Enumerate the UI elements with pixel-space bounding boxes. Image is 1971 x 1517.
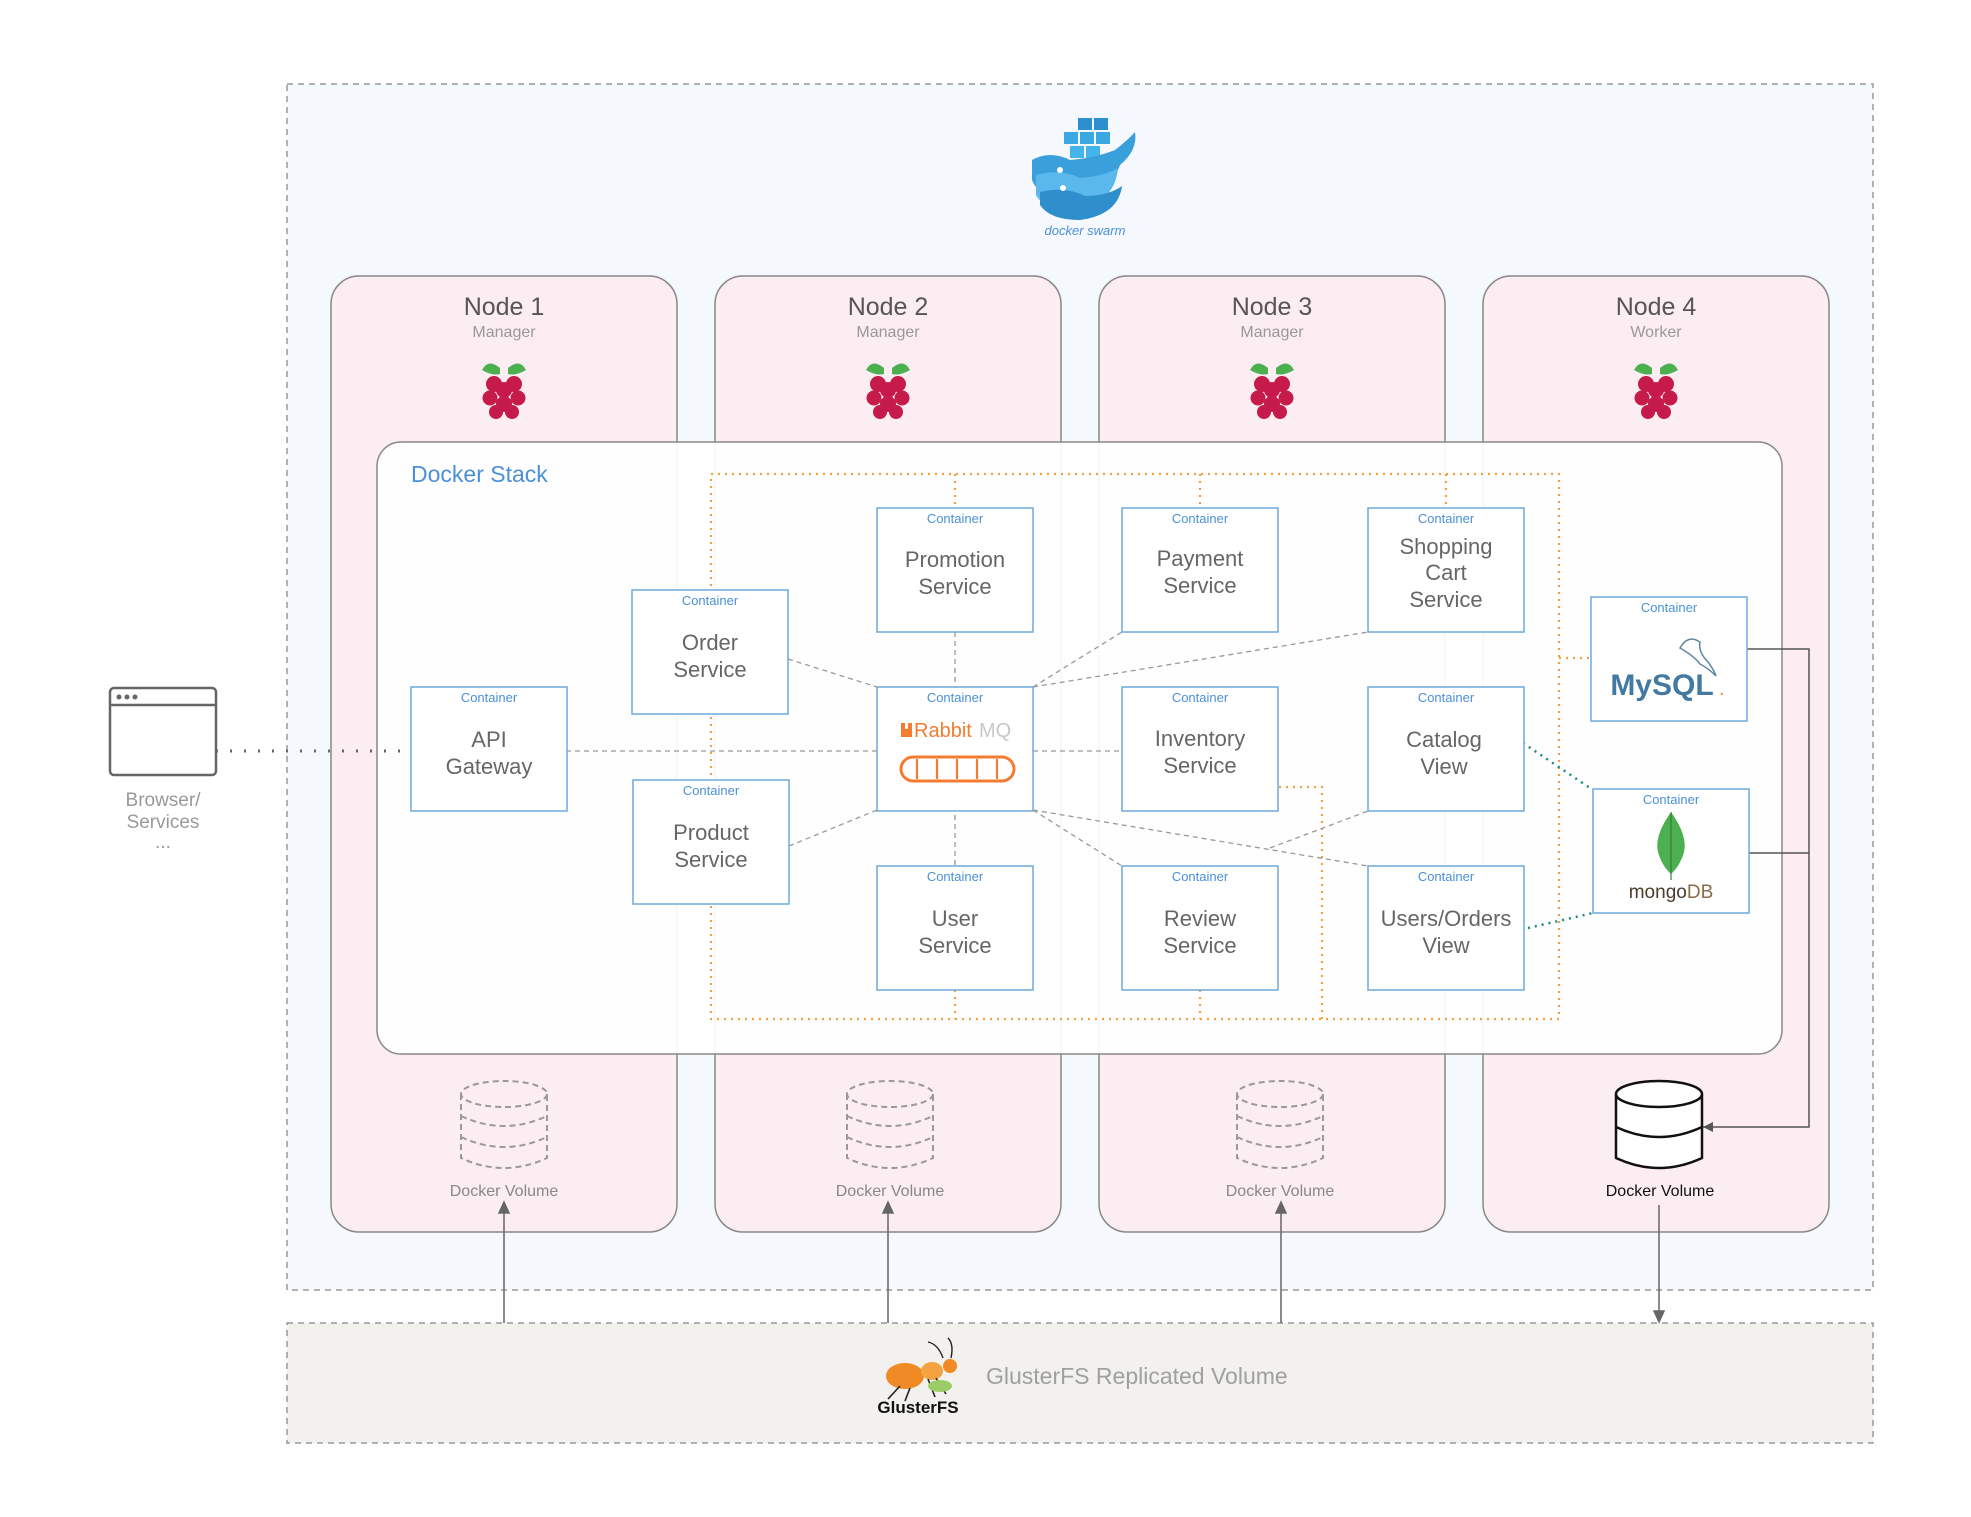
- volume-label: Docker Volume: [1606, 1183, 1715, 1200]
- message-bus-lines: [566, 631, 1369, 867]
- database-icon: [846, 1080, 934, 1169]
- container-tag: Container: [927, 511, 984, 526]
- node-role: Worker: [1630, 324, 1682, 341]
- container-inventory-service[interactable]: Container Inventory Service: [1121, 686, 1279, 812]
- orange-network-lines: [709, 472, 1591, 1021]
- container-user-service[interactable]: Container User Service: [876, 865, 1034, 991]
- container-rabbitmq[interactable]: Container Rabbit MQ: [876, 686, 1034, 812]
- rabbitmq-brand-suffix: MQ: [979, 720, 1011, 742]
- glusterfs-region: [286, 1322, 1874, 1444]
- arrow-head: [1703, 1122, 1713, 1132]
- docker-stack-title: Docker Stack: [411, 461, 548, 487]
- node-title: Node 1: [464, 293, 545, 321]
- mongodb-logo-text-a: mongo: [1629, 882, 1687, 903]
- service-name: Catalog: [1406, 727, 1482, 752]
- container-api-gateway[interactable]: Container API Gateway: [410, 686, 568, 812]
- container-tag: Container: [1418, 511, 1475, 526]
- service-name: Service: [674, 847, 747, 872]
- service-name: Service: [1409, 587, 1482, 612]
- mysql-logo-text: MySQL: [1610, 669, 1713, 702]
- container-mongodb[interactable]: Container mongoDB: [1592, 788, 1750, 914]
- service-name: Service: [1163, 753, 1236, 778]
- glusterfs-logo-text: GlusterFS: [877, 1398, 958, 1417]
- node-title: Node 3: [1232, 293, 1313, 321]
- service-name: API: [471, 727, 506, 752]
- container-tag: Container: [1172, 869, 1229, 884]
- docker-swarm-logo: docker swarm: [1032, 118, 1136, 238]
- container-order-service[interactable]: Container Order Service: [631, 589, 789, 715]
- container-tag: Container: [1418, 869, 1475, 884]
- container-payment-service[interactable]: Container Payment Service: [1121, 507, 1279, 633]
- service-name: Promotion: [905, 547, 1005, 572]
- service-name: Gateway: [446, 754, 533, 779]
- container-tag: Container: [1418, 690, 1475, 705]
- raspberry-pi-icon: [1250, 363, 1294, 419]
- glusterfs-label: GlusterFS Replicated Volume: [986, 1363, 1288, 1389]
- service-name: Cart: [1425, 560, 1467, 585]
- node-title: Node 4: [1616, 293, 1697, 321]
- service-name: Service: [918, 574, 991, 599]
- mysql-logo-mark: .: [1719, 678, 1725, 700]
- client-label: Services: [127, 812, 200, 833]
- raspberry-pi-icon: [1634, 363, 1678, 419]
- service-name: Order: [682, 630, 738, 655]
- database-icon: [1236, 1080, 1324, 1169]
- mongodb-logo-text-b: DB: [1687, 882, 1713, 903]
- replication-arrows: [497, 1200, 1666, 1324]
- container-shopping-cart-service[interactable]: Container Shopping Cart Service: [1367, 507, 1525, 633]
- db-volume-lines: [1703, 648, 1810, 1128]
- service-name: Service: [673, 657, 746, 682]
- container-tag: Container: [1172, 511, 1229, 526]
- service-name: User: [932, 906, 978, 931]
- mongodb-leaf-icon: [1657, 812, 1685, 880]
- browser-icon: [108, 686, 218, 777]
- node-role: Manager: [1240, 324, 1304, 341]
- database-icon: [460, 1080, 548, 1169]
- service-name: Payment: [1157, 546, 1244, 571]
- container-catalog-view[interactable]: Container Catalog View: [1367, 686, 1525, 812]
- service-name: Inventory: [1155, 726, 1246, 751]
- service-name: Service: [918, 933, 991, 958]
- service-name: Review: [1164, 906, 1236, 931]
- database-icon: [1614, 1079, 1704, 1170]
- client-label: ...: [155, 832, 171, 853]
- node-role: Manager: [472, 324, 536, 341]
- container-tag: Container: [927, 690, 984, 705]
- service-name: Shopping: [1400, 534, 1493, 559]
- container-review-service[interactable]: Container Review Service: [1121, 865, 1279, 991]
- container-tag: Container: [1172, 690, 1229, 705]
- teal-sync-lines: [1522, 741, 1594, 930]
- service-name: Product: [673, 820, 749, 845]
- mysql-dolphin-icon: [1678, 638, 1717, 677]
- service-name: Service: [1163, 933, 1236, 958]
- raspberry-pi-icon: [482, 363, 526, 419]
- volume-label: Docker Volume: [450, 1183, 559, 1200]
- node-title: Node 2: [848, 293, 929, 321]
- service-name: Users/Orders: [1381, 906, 1512, 931]
- glusterfs-ant-icon: [886, 1337, 957, 1402]
- docker-swarm-label: docker swarm: [1045, 223, 1126, 238]
- node-role: Manager: [856, 324, 920, 341]
- raspberry-pi-icon: [866, 363, 910, 419]
- container-tag: Container: [927, 869, 984, 884]
- container-tag: Container: [461, 690, 518, 705]
- container-tag: Container: [683, 783, 740, 798]
- container-promotion-service[interactable]: Container Promotion Service: [876, 507, 1034, 633]
- client-label: Browser/: [126, 790, 202, 811]
- container-users-orders-view[interactable]: Container Users/Orders View: [1367, 865, 1525, 991]
- service-name: View: [1422, 933, 1469, 958]
- mongodb-logo-text: mongoDB: [1629, 882, 1714, 903]
- rabbitmq-brand: Rabbit: [914, 720, 972, 742]
- container-tag: Container: [1641, 600, 1698, 615]
- container-mysql[interactable]: Container MySQL .: [1590, 596, 1748, 722]
- container-tag: Container: [682, 593, 739, 608]
- container-product-service[interactable]: Container Product Service: [632, 779, 790, 905]
- container-tag: Container: [1643, 792, 1700, 807]
- volume-label: Docker Volume: [836, 1183, 945, 1200]
- service-name: View: [1420, 754, 1467, 779]
- volume-label: Docker Volume: [1226, 1183, 1335, 1200]
- docker-stack-region: [376, 441, 1783, 1055]
- service-name: Service: [1163, 573, 1236, 598]
- rabbitmq-icon: Rabbit MQ: [899, 720, 1016, 783]
